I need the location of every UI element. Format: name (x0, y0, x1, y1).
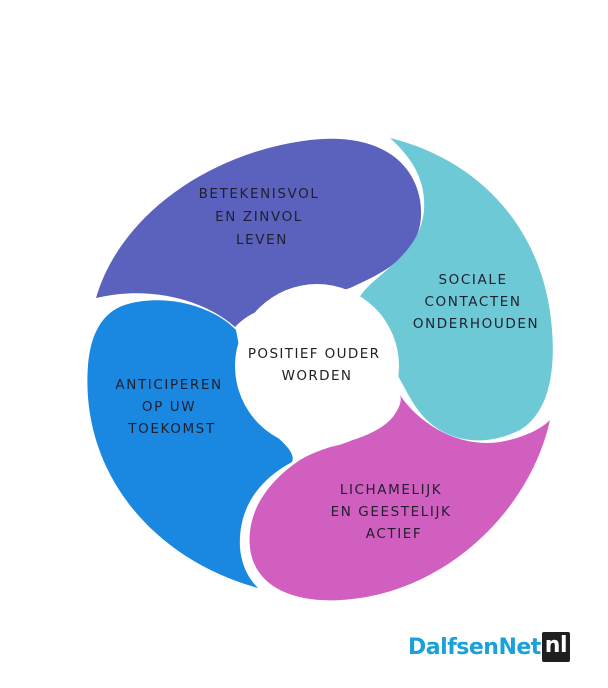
segment-left-label: ANTICIPEREN OP UW TOEKOMST (115, 377, 228, 437)
center-label: POSITIEF OUDER WORDEN (248, 346, 386, 384)
segment-bottom (249, 395, 550, 601)
segment-bottom-label: LICHAMELIJK EN GEESTELIJK ACTIEF (331, 482, 458, 542)
center-circle (235, 284, 399, 448)
segment-top-label: BETEKENISVOL EN ZINVOL LEVEN (199, 186, 326, 248)
segment-right (355, 138, 553, 441)
segment-top (96, 138, 422, 327)
brand-name: DalfsenNet (408, 634, 541, 660)
brand-logo: DalfsenNet nl (408, 632, 570, 662)
brand-tld: nl (541, 632, 570, 662)
segment-right-label: SOCIALE CONTACTEN ONDERHOUDEN (413, 272, 539, 332)
